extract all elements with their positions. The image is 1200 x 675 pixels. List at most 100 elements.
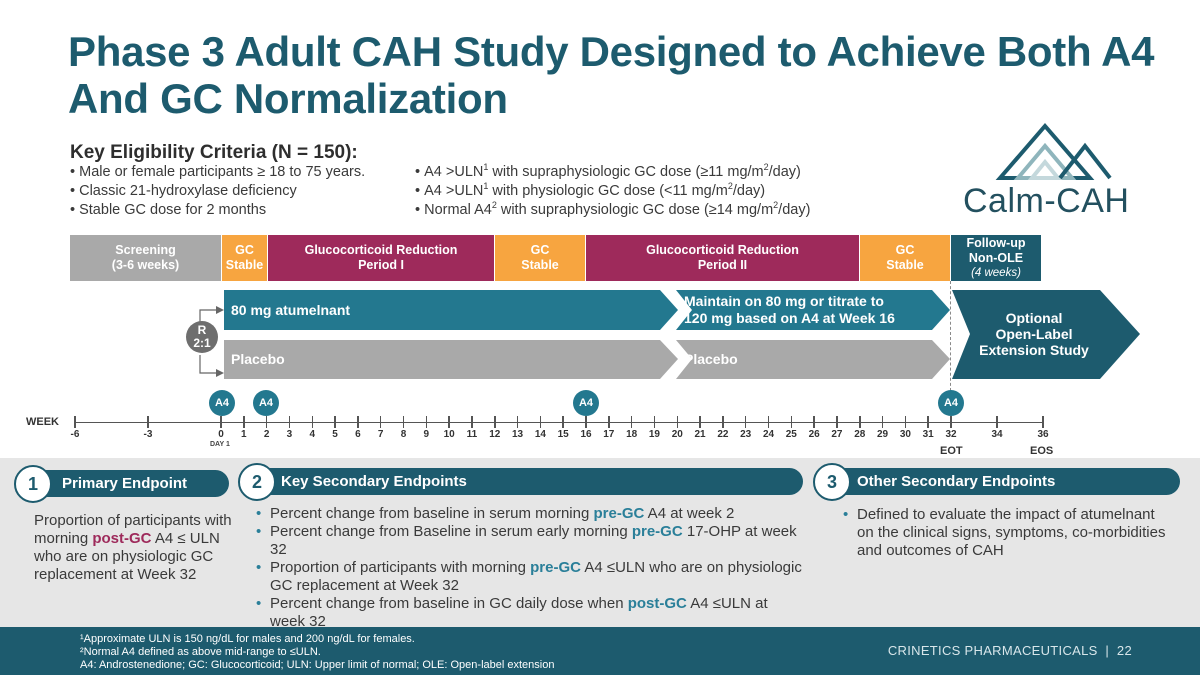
week-tick bbox=[379, 416, 382, 428]
week-tick-label: 5 bbox=[332, 429, 338, 440]
week-tick bbox=[881, 416, 884, 428]
criteria-item: Stable GC dose for 2 months bbox=[70, 201, 365, 220]
week-tick bbox=[562, 416, 564, 428]
list-item: Proportion of participants with morning … bbox=[256, 559, 806, 595]
week-tick-label: 30 bbox=[899, 429, 911, 440]
week-tick-label: 16 bbox=[580, 429, 592, 440]
placebo-arm-period2-label: Placebo bbox=[684, 351, 738, 367]
placebo-arm-period2 bbox=[676, 340, 950, 379]
week-tick bbox=[836, 416, 838, 428]
week-tick-label: -6 bbox=[70, 429, 80, 440]
criteria-heading: Key Eligibility Criteria (N = 150): bbox=[70, 142, 358, 163]
week-tick-label: 15 bbox=[557, 429, 569, 440]
footnote: A4: Androstenedione; GC: Glucocorticoid;… bbox=[80, 659, 555, 671]
primary-endpoint-number: 1 bbox=[14, 465, 52, 503]
drug-arm-period2 bbox=[676, 290, 950, 330]
a4-marker: A4 bbox=[209, 390, 235, 416]
logo-wordmark: Calm-CAH bbox=[963, 182, 1130, 220]
week-tick bbox=[471, 416, 473, 428]
list-item: Percent change from Baseline in serum ea… bbox=[256, 523, 806, 559]
drug-arm-period1 bbox=[224, 290, 678, 330]
secondary-endpoints-header: Key Secondary Endpoints bbox=[257, 468, 803, 495]
week-tick-label: 31 bbox=[922, 429, 934, 440]
treatment-arms-diagram bbox=[199, 290, 1140, 379]
criteria-right-list: A4 >ULN1 with supraphysiologic GC dose (… bbox=[415, 163, 810, 220]
week-tick-label: 13 bbox=[512, 429, 524, 440]
week-tick-label: 14 bbox=[534, 429, 546, 440]
week-tick bbox=[243, 416, 245, 428]
week-tick bbox=[402, 416, 405, 428]
week-tick-label: 12 bbox=[489, 429, 501, 440]
primary-endpoint-header: Primary Endpoint bbox=[34, 470, 229, 497]
week-tick-label: 11 bbox=[466, 429, 478, 440]
week-tick-label: 1 bbox=[241, 429, 247, 440]
week-tick bbox=[950, 416, 952, 428]
week-tick-label: 2 bbox=[263, 429, 270, 440]
week-tick bbox=[653, 416, 656, 428]
other-endpoints-number: 3 bbox=[813, 463, 851, 501]
week-tick bbox=[744, 416, 747, 428]
week-tick-label: 25 bbox=[785, 429, 797, 440]
week-tick bbox=[147, 416, 149, 428]
eot-label: EOT bbox=[940, 445, 963, 457]
list-item: Percent change from baseline in GC daily… bbox=[256, 595, 806, 631]
criteria-item: A4 >ULN1 with supraphysiologic GC dose (… bbox=[415, 163, 810, 182]
phase-screening: Screening(3-6 weeks) bbox=[70, 235, 221, 281]
a4-marker: A4 bbox=[573, 390, 599, 416]
placebo-arm-label: Placebo bbox=[231, 351, 285, 367]
primary-endpoint-text: Proportion of participants with morning … bbox=[34, 512, 232, 583]
week-tick-label: 21 bbox=[694, 429, 706, 440]
week-axis-label: WEEK bbox=[26, 416, 59, 428]
week-tick-label: 34 bbox=[991, 429, 1003, 440]
placebo-arm-period1 bbox=[224, 340, 678, 379]
criteria-item: Male or female participants ≥ 18 to 75 y… bbox=[70, 163, 365, 182]
week-tick bbox=[996, 416, 998, 428]
footnote: ¹Approximate ULN is 150 ng/dL for males … bbox=[80, 633, 415, 645]
list-item: Defined to evaluate the impact of atumel… bbox=[843, 506, 1173, 560]
week-tick bbox=[859, 416, 861, 428]
week-tick-label: 10 bbox=[443, 429, 455, 440]
week-tick-label: 36 bbox=[1037, 429, 1049, 440]
week-tick bbox=[74, 416, 76, 428]
week-tick bbox=[813, 416, 815, 428]
week-tick-label: 17 bbox=[603, 429, 615, 440]
week-tick-label: 28 bbox=[854, 429, 866, 440]
week-tick-label: 24 bbox=[762, 429, 775, 440]
week-tick bbox=[927, 416, 929, 428]
week-tick bbox=[265, 416, 268, 428]
a4-marker: A4 bbox=[253, 390, 279, 416]
week-tick bbox=[630, 416, 633, 428]
week-tick bbox=[425, 416, 428, 428]
week-tick bbox=[722, 416, 724, 428]
day1-label: DAY 1 bbox=[210, 441, 230, 448]
week-tick-label: 6 bbox=[355, 429, 361, 440]
week-tick-label: 4 bbox=[309, 429, 316, 440]
week-tick-label: 3 bbox=[286, 429, 293, 440]
week-tick-label: 19 bbox=[648, 429, 660, 440]
week-tick-label: 29 bbox=[877, 429, 889, 440]
footnotes: ¹Approximate ULN is 150 ng/dL for males … bbox=[80, 633, 554, 672]
eot-divider bbox=[950, 281, 951, 391]
secondary-endpoints-list: Percent change from baseline in serum mo… bbox=[256, 505, 806, 631]
week-tick bbox=[608, 416, 610, 428]
week-tick bbox=[585, 416, 587, 428]
week-tick bbox=[220, 416, 222, 428]
ole-arrow bbox=[952, 290, 1140, 379]
week-tick-label: 23 bbox=[740, 429, 752, 440]
footer bbox=[0, 627, 1200, 675]
week-tick bbox=[288, 416, 291, 428]
week-tick bbox=[1042, 416, 1044, 428]
criteria-item: Normal A42 with supraphysiologic GC dose… bbox=[415, 201, 810, 220]
week-tick-label: 32 bbox=[945, 429, 957, 440]
triangle-mountain-icon bbox=[995, 122, 1112, 180]
footnote: ²Normal A4 defined as above mid-range to… bbox=[80, 646, 321, 658]
week-axis-line bbox=[75, 422, 1043, 423]
